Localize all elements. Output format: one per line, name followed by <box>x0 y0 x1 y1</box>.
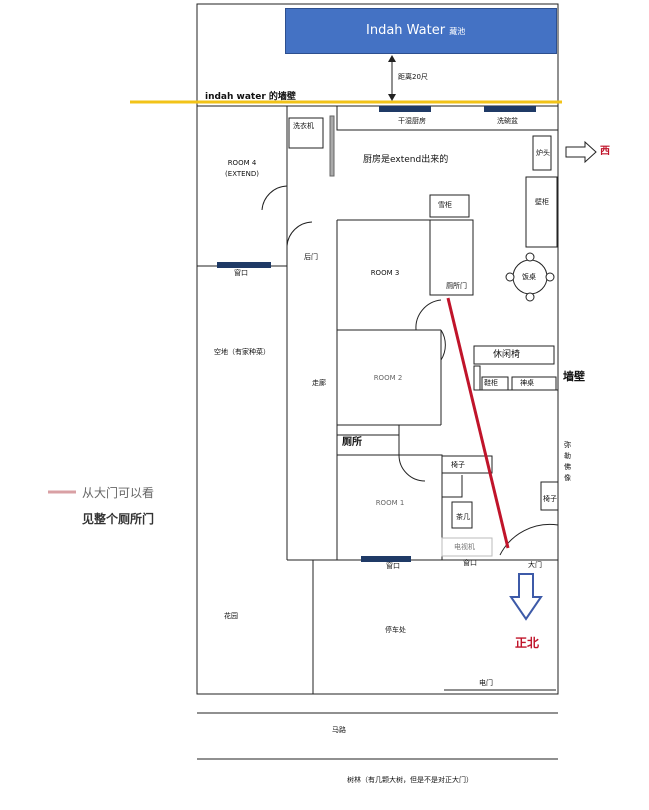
toilet-door-label: 厕所门 <box>446 282 467 290</box>
distance-label: 距离20尺 <box>398 73 428 81</box>
chair2-label: 椅子 <box>543 495 557 503</box>
window-room4 <box>217 262 271 268</box>
gate-label: 电门 <box>479 679 493 687</box>
north-label: 正北 <box>515 636 540 650</box>
washer-label: 洗衣机 <box>293 122 314 130</box>
fridge-label: 雪柜 <box>438 201 452 209</box>
west-label: 西 <box>600 146 610 157</box>
cabinet-label: 壁柜 <box>535 198 549 206</box>
annotation-line2: 见整个厕所门 <box>82 512 155 526</box>
toilet-label: 厕所 <box>342 437 362 448</box>
tv-label: 电视机 <box>454 543 475 551</box>
annotation-line1: 从大门可以看 <box>82 486 155 500</box>
building-name: Indah Water <box>366 23 446 38</box>
chair-label: 椅子 <box>451 461 465 469</box>
corridor-label: 走廊 <box>312 379 326 387</box>
room2-label: ROOM 2 <box>373 374 403 382</box>
buddha-label: 弥勒佛像 <box>564 441 571 482</box>
empty-lot-label: 空地（有家种菜） <box>214 348 270 356</box>
lounge-chair-label: 休闲椅 <box>493 350 521 360</box>
window-kitchen-1 <box>379 106 431 112</box>
road-label: 马路 <box>332 726 346 734</box>
room3-label: ROOM 3 <box>370 269 400 277</box>
indah-water-building: Indah Water 藏池 <box>285 8 557 54</box>
wall-side-label: 墙壁 <box>563 370 585 383</box>
stove-label: 炉头 <box>536 149 550 157</box>
shrine-table-label: 神桌 <box>520 379 534 387</box>
window-room1 <box>361 556 411 562</box>
sink-label: 洗碗盆 <box>497 117 518 125</box>
shoe-cabinet-label: 鞋柜 <box>484 379 498 387</box>
parking-label: 停车处 <box>385 626 406 634</box>
window2-label: 窗口 <box>386 562 400 570</box>
building-name-suffix: 藏池 <box>449 27 466 36</box>
back-door-label: 后门 <box>304 253 318 261</box>
room1-label: ROOM 1 <box>375 499 405 507</box>
window-kitchen-2 <box>484 106 536 112</box>
trees-label: 树林（有几颗大树，但是不是对正大门） <box>347 776 473 784</box>
room4-label: ROOM 4 <box>227 159 257 167</box>
sightline-red <box>446 297 510 549</box>
dining-table-label: 饭桌 <box>522 273 536 281</box>
wall-label: indah water 的墙壁 <box>205 92 296 102</box>
room4-sub-label: (EXTEND) <box>225 170 259 178</box>
garden-label: 花园 <box>224 612 238 620</box>
window3-label: 窗口 <box>463 559 477 567</box>
window-room4-label: 窗口 <box>234 269 248 277</box>
dryer-room-label: 干湿厨房 <box>398 117 426 125</box>
main-door-label: 大门 <box>528 561 542 569</box>
tea-table-label: 茶几 <box>456 513 470 521</box>
kitchen-extend-label: 厨房是extend出来的 <box>363 155 449 165</box>
